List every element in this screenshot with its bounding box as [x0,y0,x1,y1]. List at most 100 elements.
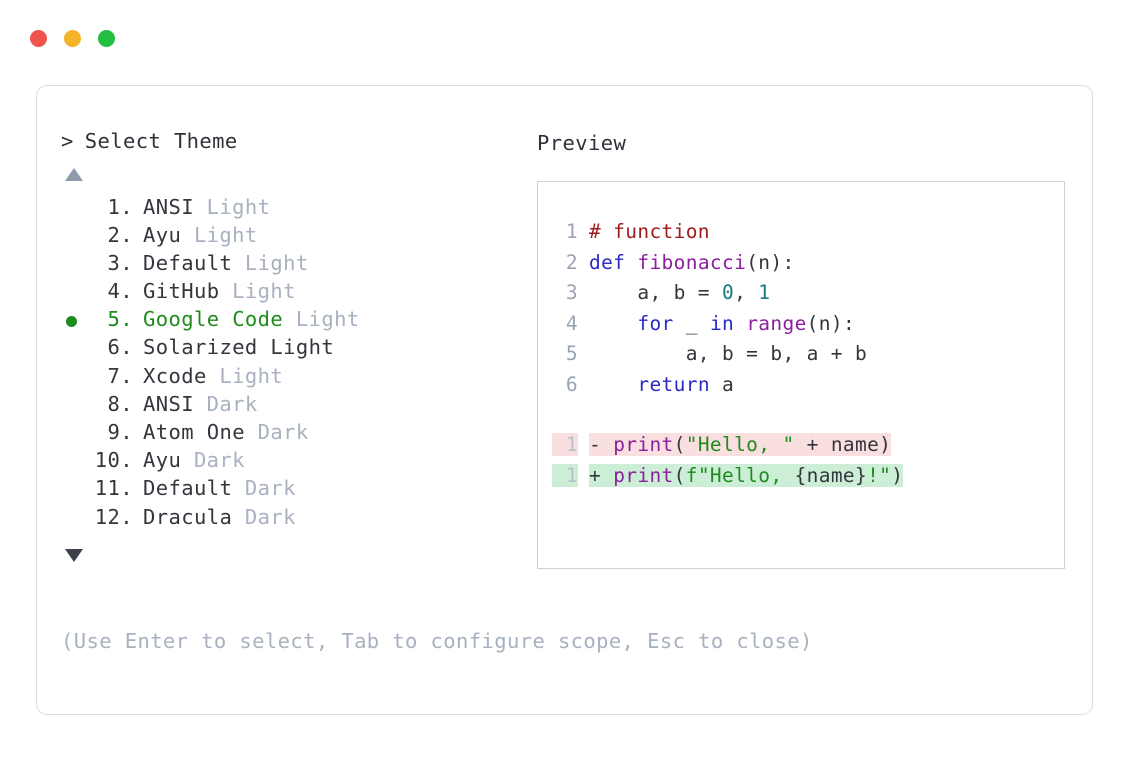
theme-item-variant: Light [295,307,360,332]
theme-item-name: GitHub [143,279,220,304]
line-number: 4 [565,311,578,335]
theme-item-variant: Light [193,222,258,247]
theme-item-name: Ayu [143,222,182,247]
minimize-button[interactable] [64,30,81,47]
code-token: a [709,372,735,396]
theme-list-item[interactable]: 6. Solarized Light [61,335,531,363]
selected-bullet-icon [66,315,77,327]
theme-list-item[interactable]: 8. ANSI Dark [61,392,531,420]
code-token: range [746,311,807,335]
code-sample: 1 # function 2 def fibonacci(n): 3 a, b = 0,… [538,220,1064,403]
code-line: 5 a, b = b, a + b [552,342,1064,373]
diff-sign: - [589,433,614,456]
code-token: in [709,311,735,335]
line-number: 5 [565,342,578,365]
code-token [589,312,637,335]
theme-item-index: 4. [107,279,133,304]
diff-sample: 1 - print("Hello, " + name)1 + print(f"Hel… [538,433,1064,494]
preview-box: 1 # function 2 def fibonacci(n): 3 a, b = 0,… [537,181,1065,569]
theme-item-variant: Dark [244,504,296,529]
code-line-text: def fibonacci(n): [589,251,795,274]
theme-item-name: Default [143,250,233,275]
page-title: Select Theme [84,129,238,153]
theme-list-item[interactable]: 9. Atom One Dark [61,420,531,448]
theme-item-variant: Light [232,279,296,304]
diff-line-del: 1 - print("Hello, " + name) [552,433,1064,464]
code-token: (n): [746,250,795,274]
code-token: , [734,281,759,304]
theme-item-index: 11. [94,476,133,501]
prompt-row: > Select Theme [61,131,531,152]
code-spacer [538,403,1064,433]
theme-item-variant: Dark [257,420,309,444]
theme-list-item[interactable]: 4. GitHub Light [61,279,531,307]
theme-item-name: Ayu [143,448,182,473]
code-token: 0 [722,281,735,304]
theme-item-index: 12. [94,504,133,529]
triangle-up-icon[interactable] [65,167,83,181]
code-line: 3 a, b = 0, 1 [552,281,1064,312]
code-token: {name} [794,463,868,487]
theme-item-name: ANSI [143,391,194,416]
line-number: 3 [565,281,578,304]
theme-item-name: Atom One [143,420,245,444]
code-line-text: a, b = b, a + b [589,342,867,365]
preview-label: Preview [537,131,627,155]
theme-item-variant: Dark [206,391,258,416]
line-number: 2 [565,250,578,274]
theme-item-variant: Light [270,335,335,360]
code-token: !" [867,463,892,487]
code-token: a, b = b, a + b [589,342,868,365]
theme-item-name: Xcode [143,363,207,388]
theme-item-index: 8. [107,391,133,416]
theme-list-item[interactable]: 10. Ayu Dark [61,448,531,476]
code-line-text: return a [589,373,734,396]
diff-line-number: 1 [552,433,578,456]
code-line-text: for _ in range(n): [589,312,855,335]
code-token [734,312,746,335]
preview-panel: Preview 1 # function 2 def fibonacci(n): 3 a… [537,131,1072,569]
theme-item-index: 7. [107,363,133,388]
theme-item-index: 6. [107,335,133,360]
diff-line-text: - print("Hello, " + name) [589,433,892,456]
code-line-text: a, b = 0, 1 [589,281,770,304]
theme-list-item[interactable]: 2. Ayu Light [61,223,531,251]
code-token: # function [589,220,710,243]
code-token: f"Hello, [685,463,795,487]
code-token: print [613,463,674,487]
triangle-down-icon[interactable] [65,548,83,562]
theme-item-variant: Dark [193,448,245,473]
diff-line-text: + print(f"Hello, {name}!") [589,463,904,487]
theme-item-name: Solarized [143,335,258,360]
theme-item-index: 10. [94,448,133,473]
code-token: (n): [806,311,856,335]
theme-item-name: ANSI [143,194,194,219]
theme-list-item[interactable]: 1. ANSI Light [61,195,531,223]
theme-item-index: 1. [107,194,133,219]
code-token: for [637,311,674,335]
theme-item-index: 3. [107,250,133,275]
prompt-caret-icon: > [61,129,74,153]
code-line: 6 return a [552,373,1064,404]
code-token: def [589,250,638,274]
code-token: 1 [758,281,771,304]
keyboard-hint: (Use Enter to select, Tab to configure s… [61,629,813,653]
maximize-button[interactable] [98,30,115,47]
line-number: 1 [565,220,578,243]
close-button[interactable] [30,30,47,47]
line-number: 6 [565,372,578,396]
theme-item-name: Default [143,476,233,501]
theme-item-index: 9. [107,420,133,444]
theme-item-variant: Light [206,194,271,219]
window-titlebar [30,30,115,47]
theme-item-index: 2. [107,222,133,247]
